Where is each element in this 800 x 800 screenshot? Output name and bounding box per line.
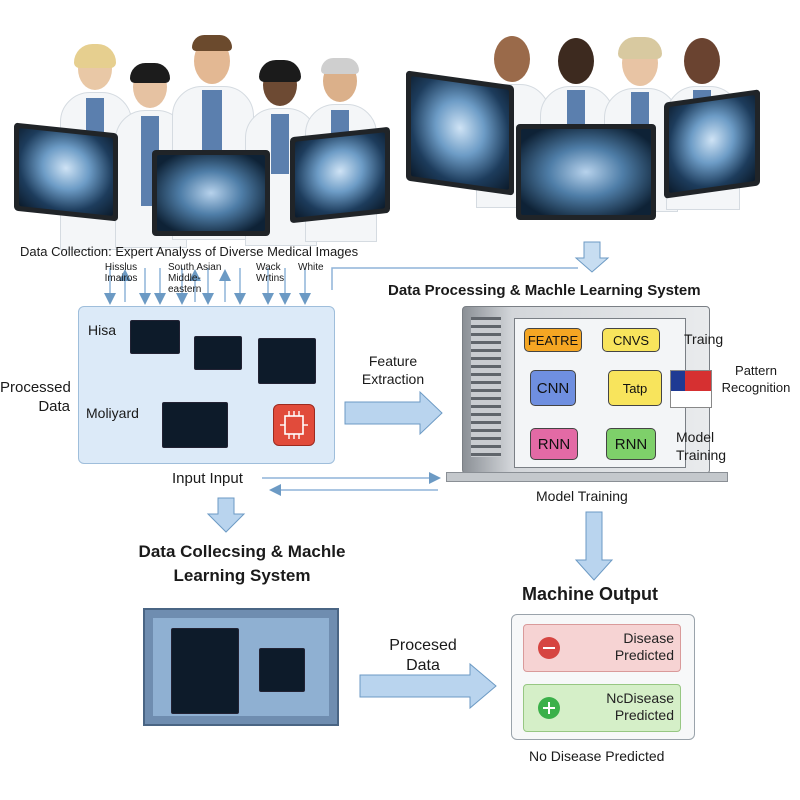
chest-xray-thumb: [194, 336, 242, 370]
doctor-figure: [115, 63, 187, 248]
no-disease-predicted-card: NcDisease Predicted: [523, 684, 681, 732]
input-label: Input Input: [172, 470, 243, 487]
node-tatp: Tatp: [608, 370, 662, 406]
node-cnvs: CNVS: [602, 328, 660, 352]
xray-monitor: [152, 150, 270, 236]
chest-xray-thumb: [130, 320, 180, 354]
result-screen: [143, 608, 339, 726]
row-label-hisa: Hisa: [88, 322, 117, 338]
feature-extraction-label: Feature Extraction: [361, 353, 425, 387]
minus-circle-icon: [538, 637, 560, 659]
node-rnn: RNN: [530, 428, 578, 460]
row-label-moliyard: Moliyard: [86, 405, 139, 421]
node-rnn: RNN: [606, 428, 656, 460]
no-disease-footer: No Disease Predicted: [529, 748, 665, 764]
chest-xray-image: [171, 628, 239, 714]
processed-data-label: Processed Data: [0, 379, 71, 415]
node-featre: FEATRE: [524, 328, 582, 352]
brain-scan-image: [259, 648, 305, 692]
group-label: Wack Wrtins: [256, 262, 285, 284]
plus-circle-icon: [538, 697, 560, 719]
network-chip-icon: [273, 404, 315, 446]
server-base: [446, 472, 728, 482]
brain-scan-thumb: [162, 402, 228, 448]
no-disease-predicted-text: NcDisease Predicted: [606, 690, 674, 723]
collection-title: Data Collection: Expert Analyss of Diver…: [20, 244, 359, 259]
chest-xray-thumb: [258, 338, 316, 384]
node-cnn: CNN: [530, 370, 576, 406]
group-label: White: [298, 262, 324, 273]
machine-output-title: Machine Output: [522, 584, 658, 604]
traing-label: Traing: [684, 331, 724, 347]
model-training-side-label: Model Training: [676, 429, 727, 463]
server-vents: [471, 317, 501, 457]
disease-predicted-card: Disease Predicted: [523, 624, 681, 672]
collecsing-title: Data Collecsing & Machle Learning System: [138, 542, 346, 585]
flag-icon: [670, 370, 712, 408]
disease-predicted-text: Disease Predicted: [614, 630, 674, 663]
procesed-data-label: Procesed Data: [389, 637, 457, 674]
xray-monitor: [516, 124, 656, 220]
group-label: South Asian Middle-eastern: [168, 262, 222, 295]
group-label: Hisslus Imairos: [104, 262, 138, 284]
model-training-label: Model Training: [536, 488, 628, 504]
pattern-recognition-label: Pattern Recognition: [721, 363, 791, 395]
system-title: Data Processing & Machle Learning System: [388, 282, 701, 299]
